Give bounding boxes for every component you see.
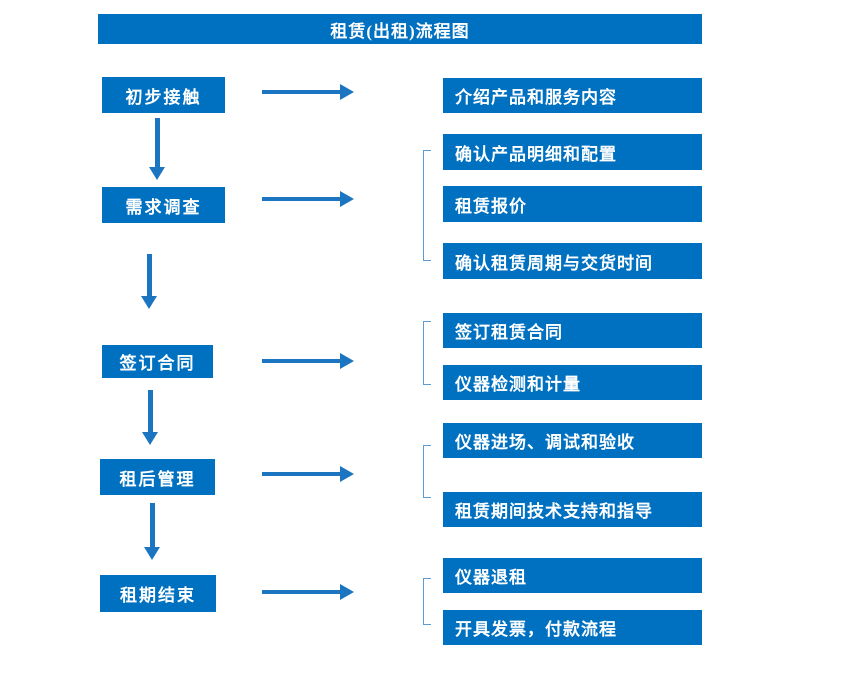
arrow-shaft: [147, 254, 152, 296]
step-box-initial-contact: 初步接触: [102, 77, 225, 113]
arrow-shaft: [262, 472, 340, 476]
arrow-head-icon: [340, 84, 354, 100]
arrow-head-icon: [340, 466, 354, 482]
detail-box-confirm-product-details: 确认产品明细和配置: [443, 134, 702, 170]
bracket-row3: [423, 321, 431, 385]
detail-box-instrument-testing: 仪器检测和计量: [443, 365, 702, 400]
bracket-row5: [423, 578, 431, 625]
detail-box-instrument-setup: 仪器进场、调试和验收: [443, 423, 702, 458]
arrow-shaft: [262, 197, 340, 201]
arrow-shaft: [262, 90, 340, 94]
arrow-shaft: [155, 118, 160, 167]
arrow-shaft: [148, 390, 153, 432]
arrow-shaft: [262, 359, 340, 363]
flowchart-title: 租赁(出租)流程图: [98, 14, 702, 44]
step-box-sign-contract: 签订合同: [102, 345, 213, 378]
detail-box-rental-quote: 租赁报价: [443, 186, 702, 222]
detail-box-technical-support: 租赁期间技术支持和指导: [443, 492, 702, 527]
step-box-rental-end: 租期结束: [100, 575, 216, 612]
arrow-shaft: [262, 590, 340, 594]
bracket-row2: [423, 150, 431, 261]
detail-box-confirm-rental-period: 确认租赁周期与交货时间: [443, 243, 702, 279]
bracket-row4: [423, 445, 431, 498]
detail-box-invoice-payment: 开具发票，付款流程: [443, 610, 702, 645]
step-box-post-rental-management: 租后管理: [100, 459, 215, 495]
arrow-head-icon: [340, 584, 354, 600]
arrow-head-icon: [144, 547, 160, 560]
arrow-head-icon: [141, 296, 157, 309]
arrow-head-icon: [149, 167, 165, 180]
detail-box-sign-rental-contract: 签订租赁合同: [443, 313, 702, 348]
detail-box-instrument-return: 仪器退租: [443, 558, 702, 593]
arrow-head-icon: [142, 432, 158, 445]
step-box-demand-survey: 需求调查: [102, 187, 225, 223]
arrow-head-icon: [340, 191, 354, 207]
arrow-head-icon: [340, 353, 354, 369]
detail-box-introduce-products: 介绍产品和服务内容: [443, 78, 702, 113]
arrow-shaft: [150, 503, 155, 547]
